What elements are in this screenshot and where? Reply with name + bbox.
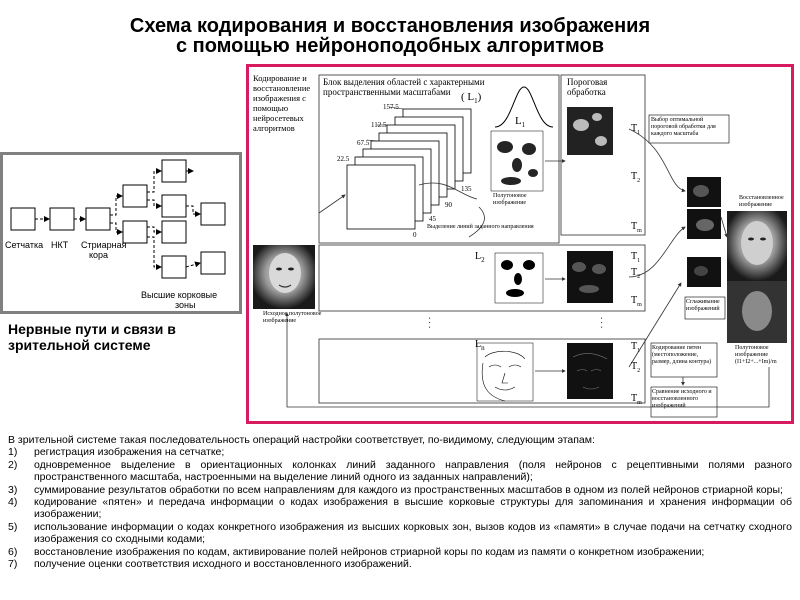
Tm-label-bottom: Tm (631, 393, 642, 406)
angle-67: 67.5 (357, 139, 370, 147)
spot-coding-label: Кодирование пятен (местоположение, разме… (652, 345, 712, 365)
list-item: 3)суммирование результатов обработки по … (8, 483, 783, 496)
lines-label: Выделение линий заданного направления (427, 224, 534, 230)
T1-label-mid: T1 (631, 251, 641, 264)
pathways-svg (10, 159, 226, 279)
T2-label-bottom: T2 (631, 361, 641, 374)
intro-paragraph: В зрительной системе такая последователь… (8, 434, 595, 446)
smoothing-label: Сглаживание изображений (686, 299, 720, 312)
Ln-label: Ln (475, 339, 485, 352)
cortex-box-7 (200, 202, 226, 226)
coding-diagram-svg (253, 74, 787, 418)
cortex-box-1 (122, 184, 148, 208)
compare-label: Сравнение исходного и восстановленного и… (652, 389, 712, 409)
vertical-dots-1: . . . (427, 317, 437, 329)
scale-block-frame (318, 74, 560, 244)
halftone-label: Полутоновое изображение (493, 193, 527, 206)
title-line-2: с помощью нейроноподобных алгоритмов (175, 35, 605, 57)
L1-label: L1 (515, 115, 526, 130)
arrow-up-mid (147, 199, 162, 209)
higher-zones-label-1: Высшие корковые (141, 290, 218, 300)
pathways-caption: Нервные пути и связи в зрительной систем… (8, 321, 228, 353)
title-line-1: Схема кодирования и восстановления изобр… (129, 15, 651, 37)
angle-0: 0 (413, 231, 417, 239)
angle-22: 22.5 (337, 155, 350, 163)
stages-list: 1)регистрация изображения на сетчатке; 2… (8, 446, 792, 570)
arrow-to-right-1 (186, 205, 201, 217)
T2-label-mid: T2 (631, 267, 641, 280)
source-image-label: Исходное полутоновое изображение (263, 311, 322, 324)
L2-label: L2 (475, 251, 485, 264)
T1-label-top: T1 (631, 123, 641, 136)
threshold-choice: Выбор оптимальной пороговой обработки дл… (651, 117, 716, 137)
cortex-box-4 (161, 194, 187, 218)
coding-label: Кодирование и восстановление изображения… (253, 73, 311, 133)
leveln-frame (318, 338, 646, 404)
caption-line-2: зрительной системе (8, 337, 151, 353)
angle-45: 45 (429, 215, 436, 223)
caption-line-1: Нервные пути и связи в (8, 321, 176, 337)
visual-pathways-diagram: Сетчатка НКТ Стриарная кора Высшие корко… (0, 152, 242, 314)
list-item: 6)восстановление изображения по кодам, а… (8, 545, 705, 558)
arrow-down-bottom (147, 236, 162, 270)
higher-zones-label-2: зоны (175, 300, 196, 310)
arrow-down-mid (147, 226, 162, 235)
list-item: 7)получение оценки соответствия исходног… (8, 558, 412, 571)
block-symbol: ( L1) (461, 91, 482, 106)
lgn-box (49, 207, 75, 231)
list-item: 1)регистрация изображения на сетчатке; (8, 446, 225, 459)
arrow-striate-down (110, 222, 123, 235)
striate-box (85, 207, 111, 231)
threshold-block-frame (560, 74, 646, 236)
threshold-title: Пороговая обработка (567, 77, 608, 97)
angle-112: 112.5 (371, 121, 387, 129)
block-title: Блок выделения областей с характерными п… (323, 77, 485, 97)
arrow-up-top (147, 168, 162, 193)
body-text: В зрительной системе такая последователь… (8, 434, 792, 570)
vertical-dots-2: . . . (599, 317, 609, 329)
arrow-to-right-2 (185, 261, 201, 268)
list-item: 5)использование информации о кодах конкр… (8, 520, 792, 546)
angle-135: 135 (461, 185, 472, 193)
edge-image (476, 342, 534, 402)
list-item: 2)одновременное выделение в ориентационн… (8, 458, 792, 484)
striate-label-1: Стриарная (81, 240, 127, 250)
threshold-image-n (567, 343, 613, 399)
arrow-striate-up (110, 193, 123, 216)
Tm-label-mid: Tm (631, 295, 642, 308)
cortex-box-8 (200, 251, 226, 275)
level2-frame (318, 244, 646, 312)
page-title: Схема кодирования и восстановления изобр… (0, 16, 780, 56)
gaussian-curve (494, 86, 554, 128)
coding-diagram: Кодирование и восстановление изображения… (246, 64, 794, 424)
cortex-box-3 (161, 159, 187, 183)
T2-label-top: T2 (631, 171, 641, 184)
retina-label: Сетчатка (5, 240, 44, 250)
cortex-box-6 (161, 255, 187, 279)
retina-box (10, 207, 36, 231)
restored-label: Восстановленное изображение (739, 195, 784, 208)
cortex-box-5 (161, 220, 187, 244)
threshold-image-1 (567, 107, 613, 155)
angle-90: 90 (445, 201, 452, 209)
angle-157: 157.5 (383, 103, 399, 111)
T1-label-bottom: T1 (631, 341, 641, 354)
lgn-label: НКТ (51, 240, 69, 250)
cortex-box-2 (122, 220, 148, 244)
halftone-formula: Полутоновое изображение (I1+I2+...+Im)/m (735, 345, 777, 365)
striate-label-2: кора (89, 250, 109, 260)
Tm-label-top: Tm (631, 221, 642, 234)
list-item: 4)кодирование «пятен» и передача информа… (8, 496, 792, 521)
threshold-image-2 (567, 251, 613, 303)
